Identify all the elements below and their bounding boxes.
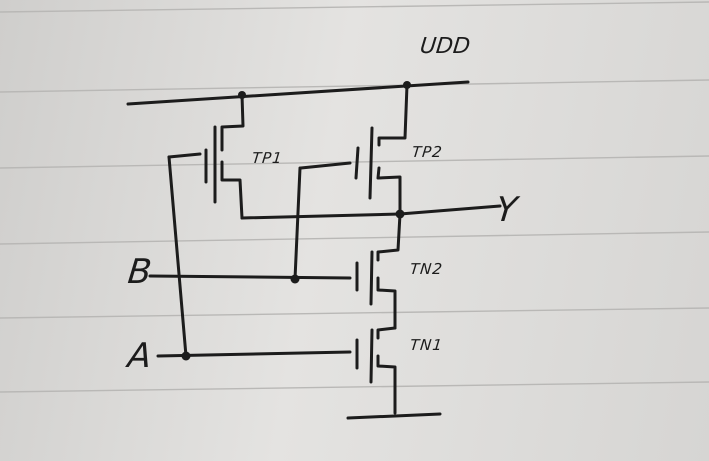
vdd-rail (126, 80, 470, 106)
tp1-gate-wire (167, 155, 188, 358)
transistor-tp1 (167, 93, 245, 220)
transistor-tn2 (355, 212, 402, 330)
label-output-y: Y (493, 190, 519, 230)
label-vdd: UDD (418, 34, 472, 59)
input-b-wire (148, 274, 352, 280)
transistor-tn1 (355, 326, 397, 415)
output-wire (240, 204, 502, 220)
ground-symbol (346, 412, 442, 420)
tp2-gate-wire (293, 166, 302, 281)
label-tp2: TP2 (411, 143, 444, 161)
transistor-tp2 (299, 83, 409, 214)
label-input-b: B (125, 252, 154, 292)
label-input-a: A (125, 336, 154, 376)
junction-b (290, 274, 300, 284)
label-tn1: TN1 (409, 336, 444, 354)
label-tp1: TP1 (251, 149, 284, 167)
junction-a (181, 351, 191, 361)
ruled-lines (0, 1, 709, 393)
label-tn2: TN2 (409, 260, 444, 278)
